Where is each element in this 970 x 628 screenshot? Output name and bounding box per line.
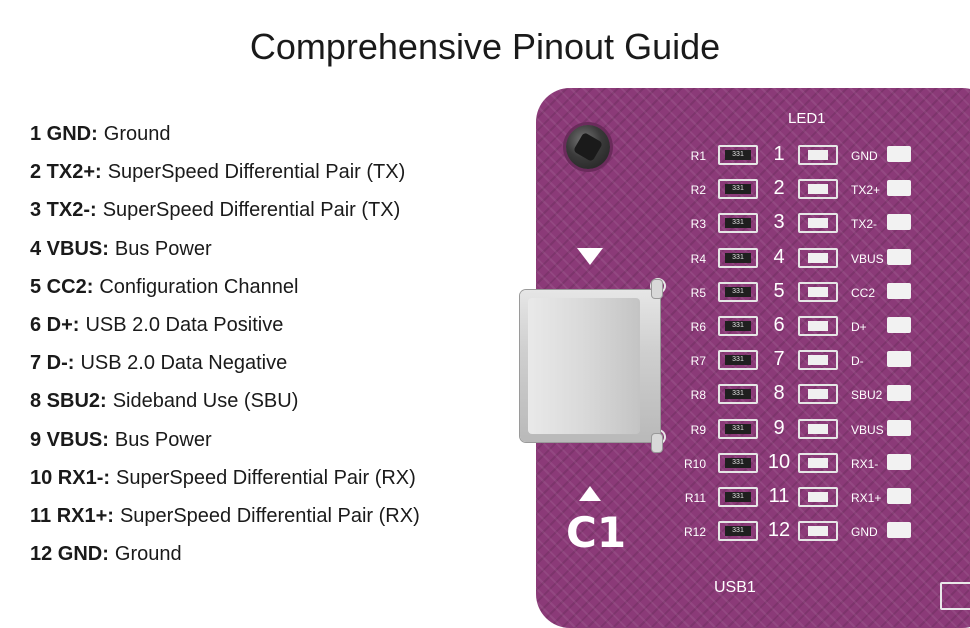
pin-item: 8 SBU2:Sideband Use (SBU) xyxy=(30,388,500,426)
pin-label: 7 D-: xyxy=(30,352,75,375)
usb-c-connector xyxy=(520,280,662,452)
pin-item: 7 D-:USB 2.0 Data Negative xyxy=(30,350,500,388)
pin-item: 9 VBUS:Bus Power xyxy=(30,427,500,465)
pin-label: 6 D+: xyxy=(30,313,80,336)
pin-description: SuperSpeed Differential Pair (RX) xyxy=(116,466,416,489)
pin-item: 10 RX1-:SuperSpeed Differential Pair (RX… xyxy=(30,465,500,503)
arrow-down-icon xyxy=(577,248,603,265)
pin-label: 8 SBU2: xyxy=(30,390,107,413)
pin-item: 6 D+:USB 2.0 Data Positive xyxy=(30,312,500,350)
pin-label: 1 GND: xyxy=(30,123,98,145)
component-outline-icon xyxy=(940,582,970,610)
screw-icon xyxy=(566,125,610,169)
pin-description: Ground xyxy=(114,543,182,566)
pin-description: Ground xyxy=(103,123,171,145)
pin-label: 4 VBUS: xyxy=(30,237,109,260)
pin-description: SuperSpeed Differential Pair (TX) xyxy=(102,199,401,222)
pin-item: 5 CC2:Configuration Channel xyxy=(30,274,500,312)
led-header-label: LED1 xyxy=(788,110,826,127)
connector-tab-icon xyxy=(652,434,662,452)
pin-label: 11 RX1+: xyxy=(30,504,114,527)
pin-item: 4 VBUS:Bus Power xyxy=(30,236,500,274)
pin-item: 1 GND:Ground xyxy=(30,121,500,159)
pin-description: USB 2.0 Data Positive xyxy=(85,313,284,336)
pin-description: Configuration Channel xyxy=(99,275,299,298)
pin-description: Bus Power xyxy=(114,237,212,260)
connector-shell xyxy=(528,298,640,434)
connector-tab-icon xyxy=(652,280,662,298)
pin-label: 12 GND: xyxy=(30,543,109,566)
hex-socket-icon xyxy=(572,131,604,163)
pin-label: 9 VBUS: xyxy=(30,428,109,451)
pin-label: 2 TX2+: xyxy=(30,161,102,184)
arrow-up-icon xyxy=(579,486,601,501)
pin-description: Sideband Use (SBU) xyxy=(112,390,299,413)
pin-item: 3 TX2-:SuperSpeed Differential Pair (TX) xyxy=(30,197,500,235)
pin-label: 3 TX2-: xyxy=(30,199,97,222)
page-title: Comprehensive Pinout Guide xyxy=(249,26,721,67)
pin-description: SuperSpeed Differential Pair (TX) xyxy=(107,161,406,184)
pin-item: 11 RX1+:SuperSpeed Differential Pair (RX… xyxy=(30,503,500,541)
pin-description-list: 1 GND:Ground 2 TX2+:SuperSpeed Different… xyxy=(30,121,500,579)
pin-description: Bus Power xyxy=(114,428,212,451)
pin-description: USB 2.0 Data Negative xyxy=(80,352,288,375)
pin-description: SuperSpeed Differential Pair (RX) xyxy=(119,504,420,527)
usb-label: USB1 xyxy=(714,579,756,596)
pin-label: 10 RX1-: xyxy=(30,466,111,489)
pin-item: 12 GND:Ground xyxy=(30,541,500,579)
pin-item: 2 TX2+:SuperSpeed Differential Pair (TX) xyxy=(30,159,500,197)
connector-label: C1 xyxy=(566,508,627,557)
pin-label: 5 CC2: xyxy=(30,275,94,298)
